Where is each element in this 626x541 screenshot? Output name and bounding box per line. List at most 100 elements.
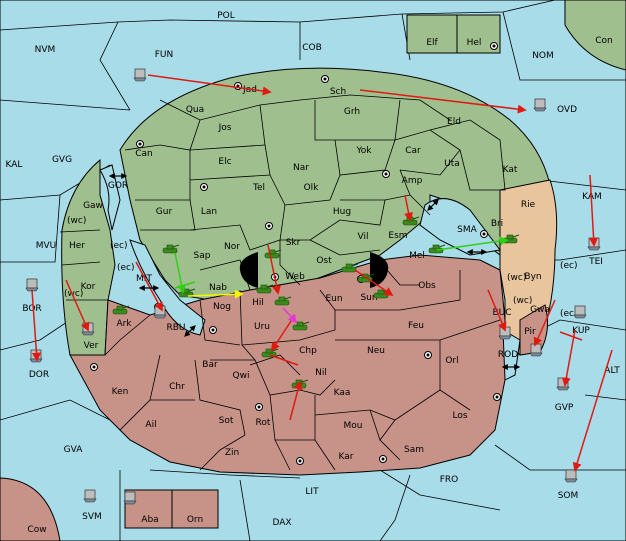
army-icon[interactable] <box>274 296 292 306</box>
region-label-zin[interactable]: Zin <box>225 448 239 458</box>
army-icon[interactable] <box>341 263 359 273</box>
region-label-kar[interactable]: Kar <box>339 452 354 462</box>
region-label-cow[interactable]: Cow <box>27 525 46 535</box>
region-label-yok[interactable]: Yok <box>355 146 372 156</box>
region-label-pol[interactable]: POL <box>217 11 235 21</box>
region-label-sch[interactable]: Sch <box>330 87 346 97</box>
region-label-can[interactable]: Can <box>135 149 153 159</box>
region-label-aba[interactable]: Aba <box>141 515 158 525</box>
fleet-icon[interactable] <box>133 68 147 82</box>
region-label-svm[interactable]: SVM <box>82 512 102 522</box>
fleet-icon[interactable] <box>564 469 578 483</box>
region-label-chr[interactable]: Chr <box>169 382 185 392</box>
region-label-gvp[interactable]: GVP <box>555 403 574 413</box>
fleet-icon[interactable] <box>556 377 570 391</box>
region-label-hel[interactable]: Hel <box>467 38 482 48</box>
region-label-rod[interactable]: ROD <box>498 350 518 360</box>
region-label-uru[interactable]: Uru <box>254 322 270 332</box>
region-label-neu[interactable]: Neu <box>367 346 385 356</box>
region-label-con[interactable]: Con <box>595 36 613 46</box>
region-label-sap[interactable]: Sap <box>194 251 211 261</box>
region-label-mel[interactable]: Mel <box>409 251 425 261</box>
region-label-byn[interactable]: Byn <box>524 272 541 282</box>
region-label-bar[interactable]: Bar <box>202 360 218 370</box>
region-label-gva[interactable]: GVA <box>64 445 84 455</box>
region-label-eld[interactable]: Eld <box>447 117 461 127</box>
region-label-dax[interactable]: DAX <box>272 518 291 528</box>
region-label-gaw[interactable]: Gaw <box>83 201 103 211</box>
region-label-ovd[interactable]: OVD <box>557 105 577 115</box>
region-label-car[interactable]: Car <box>405 146 421 156</box>
region-label-elc[interactable]: Elc <box>218 157 231 167</box>
region-label-fun[interactable]: FUN <box>155 50 174 60</box>
fleet-icon[interactable] <box>573 305 587 319</box>
region-label-nom[interactable]: NOM <box>532 51 554 61</box>
region-label-rot[interactable]: Rot <box>256 418 271 428</box>
region-label-chp[interactable]: Chp <box>299 346 317 356</box>
region-label-nvm[interactable]: NVM <box>35 45 56 55</box>
region-label-rie[interactable]: Rie <box>521 200 536 210</box>
region-label-sot[interactable]: Sot <box>219 416 234 426</box>
region-label-fro[interactable]: FRO <box>440 475 459 485</box>
region-label-grh[interactable]: Grh <box>344 107 360 117</box>
region-label-sun[interactable]: Sun <box>360 293 377 303</box>
region-label-tei[interactable]: TEI <box>588 257 603 267</box>
region-label-gwa[interactable]: Gwa <box>530 305 550 315</box>
region-label-ken[interactable]: Ken <box>112 387 129 397</box>
region-label-feu[interactable]: Feu <box>408 321 424 331</box>
region-label-sam[interactable]: Sam <box>404 445 424 455</box>
region-label-qua[interactable]: Qua <box>186 105 204 115</box>
region-label-skr[interactable]: Skr <box>286 238 301 248</box>
region-label-kat[interactable]: Kat <box>503 165 518 175</box>
region-label-web[interactable]: Web <box>285 272 305 282</box>
fleet-icon[interactable] <box>83 489 97 503</box>
region-label-los[interactable]: Los <box>452 411 467 421</box>
region-label-gur[interactable]: Gur <box>156 207 173 217</box>
region-label-dor[interactable]: DOR <box>29 370 49 380</box>
region-label-her[interactable]: Her <box>69 241 85 251</box>
region-label-nab[interactable]: Nab <box>209 283 227 293</box>
region-label-nor[interactable]: Nor <box>224 242 240 252</box>
region-label-eun[interactable]: Eun <box>325 294 342 304</box>
region-label-nar[interactable]: Nar <box>293 163 309 173</box>
region-label-kor[interactable]: Kor <box>81 282 96 292</box>
army-icon[interactable] <box>112 305 130 315</box>
region-label-elf[interactable]: Elf <box>426 38 438 48</box>
region-label-lan[interactable]: Lan <box>201 207 217 217</box>
region-label-nog[interactable]: Nog <box>213 302 231 312</box>
region-label-nil[interactable]: Nil <box>315 368 327 378</box>
fleet-icon[interactable] <box>123 491 137 505</box>
region-label-esm[interactable]: Esm <box>388 231 407 241</box>
army-icon[interactable] <box>162 244 180 254</box>
region-label-lit[interactable]: LIT <box>305 487 319 497</box>
region-label-ver[interactable]: Ver <box>84 341 99 351</box>
region-label-tel[interactable]: Tel <box>252 183 265 193</box>
region-label-kaa[interactable]: Kaa <box>334 388 351 398</box>
region-label-olk[interactable]: Olk <box>304 183 320 193</box>
region-label-mvu[interactable]: MVU <box>36 241 57 251</box>
region-label-ark[interactable]: Ark <box>116 319 132 329</box>
region-label-mit[interactable]: MIT <box>136 274 152 284</box>
region-label-orl[interactable]: Orl <box>445 356 458 366</box>
region-label-alt[interactable]: ALT <box>604 366 620 376</box>
region-label-kal[interactable]: KAL <box>6 160 23 170</box>
region-label-hug[interactable]: Hug <box>333 207 351 217</box>
region-label-ail[interactable]: Ail <box>145 420 156 430</box>
region-label-amp[interactable]: Amp <box>402 176 423 186</box>
region-label-som[interactable]: SOM <box>558 491 579 501</box>
region-label-jos[interactable]: Jos <box>218 123 232 133</box>
region-label-buc[interactable]: BUC <box>492 308 511 318</box>
region-label-rbu[interactable]: RBU <box>166 323 185 333</box>
army-icon[interactable] <box>264 249 282 259</box>
region-label-sma[interactable]: SMA <box>457 225 477 235</box>
region-label-cob[interactable]: COB <box>302 43 322 53</box>
army-icon[interactable] <box>292 321 310 331</box>
region-label-gvg[interactable]: GVG <box>52 155 72 165</box>
region-label-mou[interactable]: Mou <box>344 421 363 431</box>
region-label-jad[interactable]: Jad <box>242 85 257 95</box>
region-label-bri[interactable]: Bri <box>491 219 503 229</box>
army-icon[interactable] <box>256 284 274 294</box>
fleet-icon[interactable] <box>533 98 547 112</box>
fleet-icon[interactable] <box>529 343 543 357</box>
region-label-uta[interactable]: Uta <box>444 159 460 169</box>
